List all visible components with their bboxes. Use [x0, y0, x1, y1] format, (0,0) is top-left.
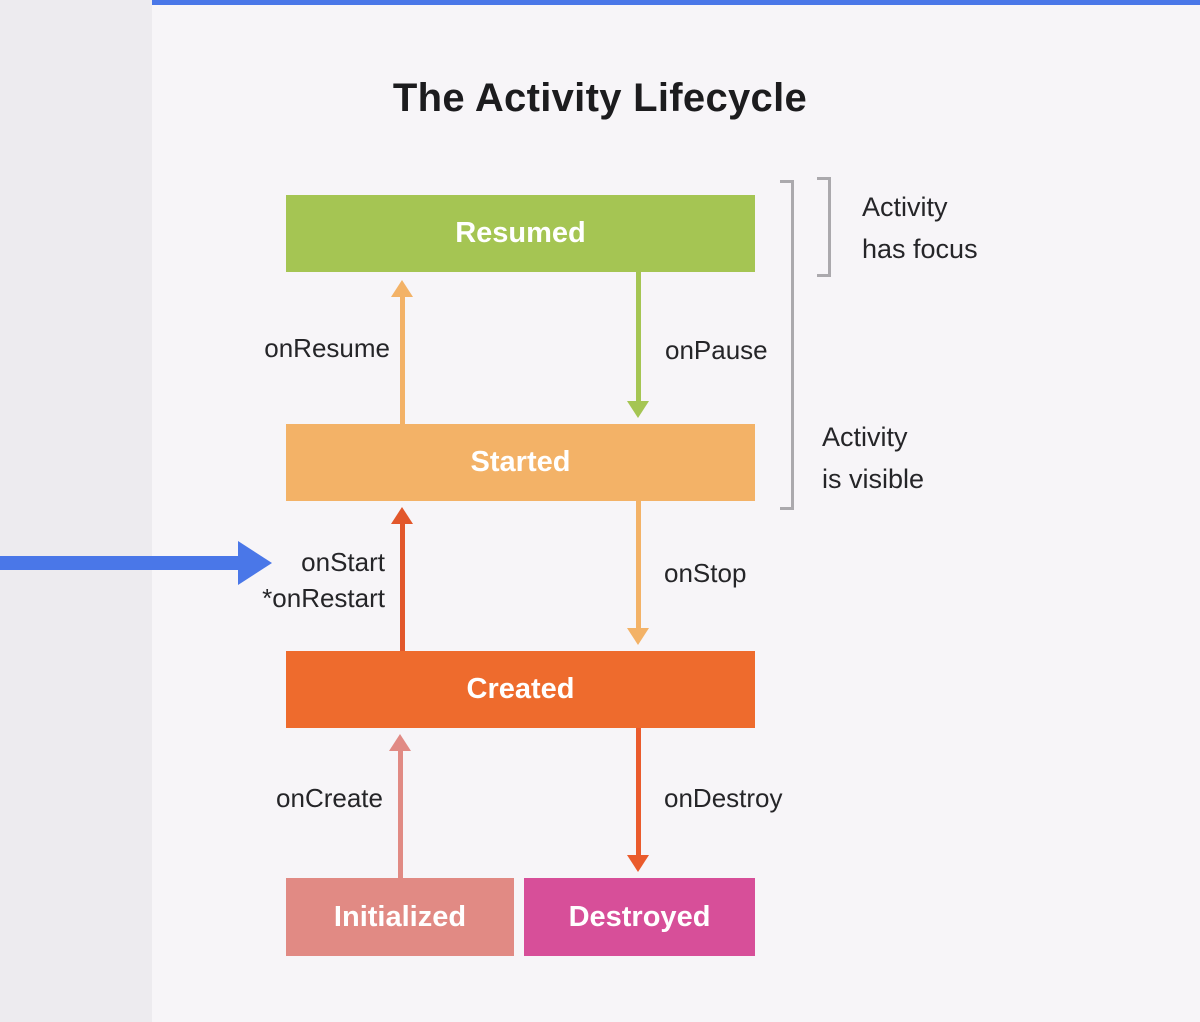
has-focus-line1: Activity	[862, 192, 948, 222]
diagram-title: The Activity Lifecycle	[392, 76, 808, 120]
arrow-shaft	[399, 520, 405, 651]
arrow-shaft	[635, 728, 641, 859]
oncreate-label: onCreate	[276, 783, 383, 813]
left-margin	[0, 0, 152, 1022]
state-box-resumed: Resumed	[286, 195, 755, 272]
arrow-shaft	[635, 272, 641, 405]
onstart-label-line1: onStart	[301, 547, 385, 577]
onstart-label: onStart *onRestart	[262, 544, 385, 616]
state-box-destroyed: Destroyed	[524, 878, 755, 956]
onstart-arrow	[391, 507, 413, 651]
onpause-label: onPause	[665, 335, 768, 365]
arrow-shaft	[397, 747, 403, 878]
onstart-label-line2: *onRestart	[262, 583, 385, 613]
ondestroy-label: onDestroy	[664, 783, 783, 813]
arrow-head-icon	[391, 280, 413, 297]
state-label-destroyed: Destroyed	[568, 900, 711, 933]
is-visible-line1: Activity	[822, 422, 908, 452]
has-focus-line2: has focus	[862, 234, 978, 264]
onpause-arrow	[627, 272, 649, 418]
arrow-head-icon	[627, 401, 649, 418]
is-visible-bracket	[780, 180, 794, 510]
state-label-initialized: Initialized	[333, 900, 467, 933]
arrow-shaft	[399, 293, 405, 424]
state-label-created: Created	[466, 673, 575, 705]
is-visible-annotation: Activity is visible	[822, 416, 924, 500]
top-accent-bar	[152, 0, 1200, 5]
oncreate-arrow	[389, 734, 411, 878]
state-label-started: Started	[470, 446, 571, 478]
onstop-label: onStop	[664, 558, 747, 588]
is-visible-line2: is visible	[822, 464, 925, 494]
onresume-arrow	[391, 280, 413, 424]
arrow-shaft	[635, 501, 641, 632]
onstop-arrow	[627, 501, 649, 645]
arrow-head-icon	[627, 855, 649, 872]
state-box-initialized: Initialized	[286, 878, 514, 956]
has-focus-bracket	[817, 177, 831, 277]
state-box-started: Started	[286, 424, 755, 501]
pointer-arrow-icon	[0, 541, 274, 585]
state-box-created: Created	[286, 651, 755, 728]
onresume-label: onResume	[264, 333, 390, 363]
arrow-head-icon	[627, 628, 649, 645]
arrow-head-icon	[389, 734, 411, 751]
has-focus-annotation: Activity has focus	[862, 186, 978, 270]
pointer-arrow-shaft	[0, 556, 240, 570]
arrow-head-icon	[391, 507, 413, 524]
ondestroy-arrow	[627, 728, 649, 872]
state-label-resumed: Resumed	[455, 217, 586, 249]
pointer-arrow-head	[238, 541, 272, 585]
